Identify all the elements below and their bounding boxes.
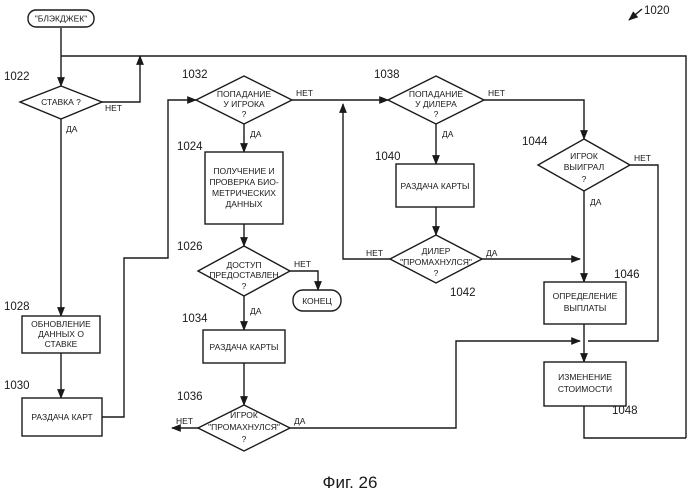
player-won-q: ? [582, 174, 587, 184]
player-won-no-label: НЕТ [634, 153, 651, 163]
biometric-line-3: МЕТРИЧЕСКИХ [212, 188, 276, 198]
dealer-hit-line-1: ПОПАДАНИЕ [409, 89, 463, 99]
player-hit-ref: 1032 [182, 69, 208, 81]
payout-ref: 1046 [614, 269, 640, 281]
dealer-hit-ref: 1038 [374, 69, 400, 81]
value-change-ref: 1048 [612, 405, 638, 417]
edge-dealer-miss-no [343, 104, 390, 259]
update-line-3: СТАВКЕ [45, 339, 78, 349]
player-miss-q: ? [242, 434, 247, 444]
dealer-miss-q: ? [434, 268, 439, 278]
dealer-miss-line-1: ДИЛЕР [422, 246, 451, 256]
start-label: "БЛЭКДЖЕК" [35, 14, 87, 24]
player-won-line-1: ИГРОК [570, 151, 598, 161]
player-miss-no-label: НЕТ [176, 416, 193, 426]
player-won-ref: 1044 [522, 136, 548, 148]
dealer-miss-yes-label: ДА [486, 248, 498, 258]
biometric-line-1: ПОЛУЧЕНИЕ И [213, 166, 274, 176]
update-line-1: ОБНОВЛЕНИЕ [31, 319, 91, 329]
edge-dealer-hit-no [484, 100, 584, 139]
update-ref: 1028 [4, 301, 30, 313]
dealer-deal-ref: 1040 [375, 151, 401, 163]
end-label: КОНЕЦ [302, 296, 332, 306]
player-hit-q: ? [242, 109, 247, 119]
payout-line-1: ОПРЕДЕЛЕНИЕ [553, 291, 618, 301]
edge-player-miss-yes [290, 341, 580, 428]
payout-line-2: ВЫПЛАТЫ [564, 303, 607, 313]
player-won-line-2: ВЫИГРАЛ [564, 162, 604, 172]
player-hit-line-2: У ИГРОКА [223, 99, 265, 109]
access-line-2: ПРЕДОСТАВЛЕН [209, 270, 278, 280]
player-miss-line-2: "ПРОМАХНУЛСЯ" [208, 422, 280, 432]
bet-yes-label: ДА [66, 124, 78, 134]
dealer-deal-label: РАЗДАЧА КАРТЫ [401, 181, 470, 191]
player-miss-ref: 1036 [177, 391, 203, 403]
player-hit-no-label: НЕТ [296, 88, 313, 98]
dealer-miss-line-2: "ПРОМАХНУЛСЯ" [400, 257, 472, 267]
player-hit-yes-label: ДА [250, 129, 262, 139]
access-ref: 1026 [177, 241, 203, 253]
biometric-ref: 1024 [177, 141, 203, 153]
dealer-hit-q: ? [434, 109, 439, 119]
dealer-miss-ref: 1042 [450, 287, 476, 299]
player-deal-ref: 1034 [182, 313, 208, 325]
access-no-label: НЕТ [294, 259, 311, 269]
player-won-yes-label: ДА [590, 197, 602, 207]
access-q: ? [242, 281, 247, 291]
bet-no-label: НЕТ [105, 103, 122, 113]
edge-access-no [290, 271, 318, 290]
access-yes-label: ДА [250, 306, 262, 316]
figure-ref-arrow [629, 9, 642, 20]
figure-caption: Фиг. 26 [323, 473, 378, 492]
player-miss-yes-label: ДА [294, 416, 306, 426]
deal-cards-ref: 1030 [4, 380, 30, 392]
dealer-hit-no-label: НЕТ [488, 88, 505, 98]
player-hit-line-1: ПОПАДАНИЕ [217, 89, 271, 99]
access-line-1: ДОСТУП [227, 260, 262, 270]
biometric-line-4: ДАННЫХ [226, 199, 263, 209]
dealer-miss-no-label: НЕТ [366, 248, 383, 258]
value-change-line-2: СТОИМОСТИ [558, 384, 612, 394]
dealer-hit-line-2: У ДИЛЕРА [415, 99, 457, 109]
bet-ref: 1022 [4, 71, 30, 83]
bet-label: СТАВКА ? [41, 97, 81, 107]
dealer-hit-yes-label: ДА [442, 129, 454, 139]
biometric-line-2: ПРОВЕРКА БИО- [209, 177, 278, 187]
value-change-line-1: ИЗМЕНЕНИЕ [558, 372, 612, 382]
update-line-2: ДАННЫХ О [38, 329, 84, 339]
deal-cards-label: РАЗДАЧА КАРТ [31, 412, 92, 422]
edge-bet-no [100, 56, 140, 102]
player-miss-line-1: ИГРОК [230, 410, 258, 420]
player-deal-label: РАЗДАЧА КАРТЫ [210, 342, 279, 352]
figure-number: 1020 [644, 5, 670, 17]
